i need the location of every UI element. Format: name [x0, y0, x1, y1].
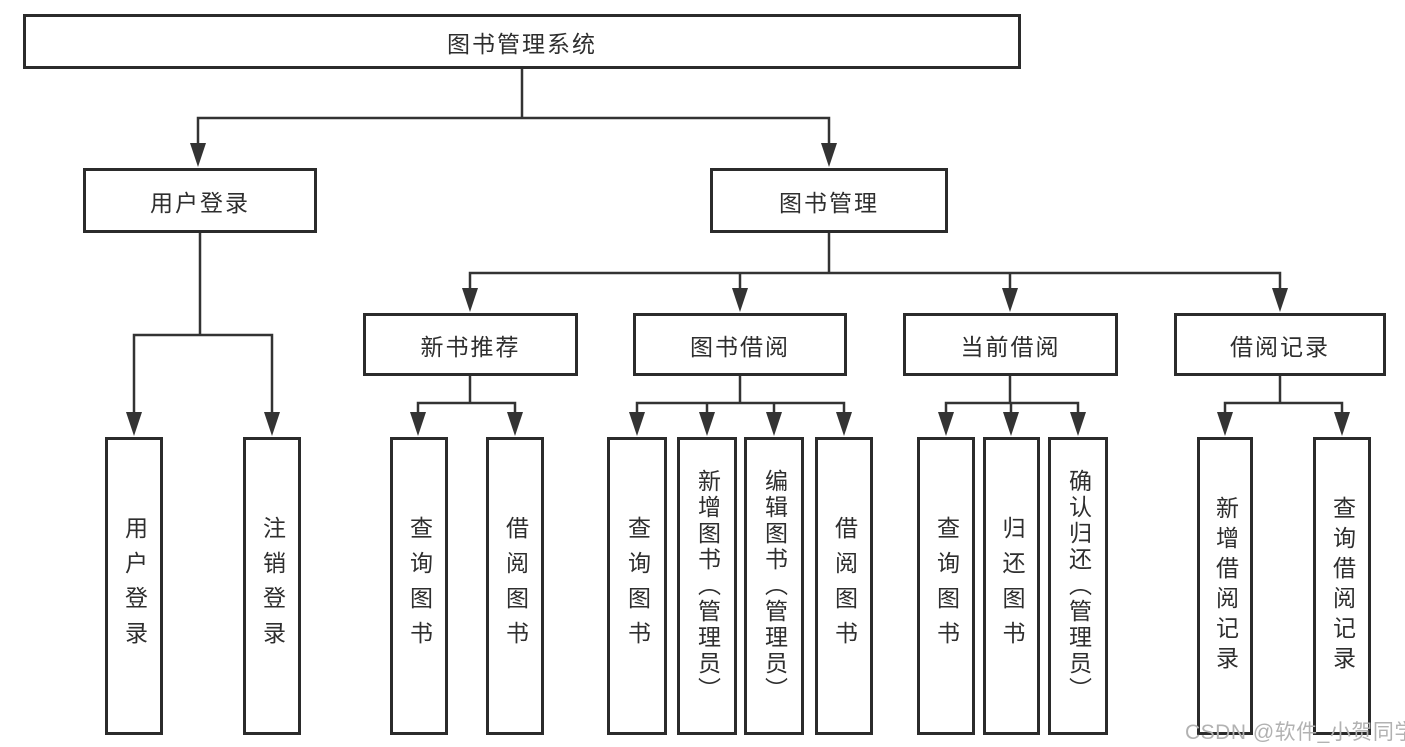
leaf-label: 新增借阅记录 — [1212, 496, 1239, 676]
arrowhead — [1272, 288, 1288, 312]
arrowhead — [732, 288, 748, 312]
arrowhead — [699, 412, 715, 436]
arrowhead — [507, 412, 523, 436]
arrowhead — [1217, 412, 1233, 436]
connector-root-to-level2 — [196, 67, 831, 152]
arrowhead — [821, 143, 837, 167]
leaf-label: 查询图书 — [624, 516, 651, 656]
arrowhead — [462, 288, 478, 312]
leaf-add-books-admin: 新增图书（管理员） — [677, 437, 737, 735]
arrowhead — [1003, 412, 1019, 436]
node-root: 图书管理系统 — [23, 14, 1021, 69]
leaf-return-books: 归还图书 — [983, 437, 1040, 735]
connector-currentborrow-to-leaves — [944, 374, 1080, 420]
leaf-label: 用户登录 — [121, 516, 148, 656]
node-user-login-label: 用户登录 — [150, 189, 250, 216]
leaf-label: 借阅图书 — [831, 516, 858, 656]
arrowhead — [126, 412, 142, 436]
leaf-query-books-borrow: 查询图书 — [607, 437, 667, 735]
arrowhead — [938, 412, 954, 436]
leaf-label: 查询图书 — [406, 516, 433, 656]
leaf-edit-books-admin: 编辑图书（管理员） — [744, 437, 804, 735]
node-root-label: 图书管理系统 — [447, 30, 597, 57]
leaf-query-borrow-record: 查询借阅记录 — [1313, 437, 1371, 735]
node-new-book-recommend: 新书推荐 — [363, 313, 578, 376]
arrowhead — [1070, 412, 1086, 436]
node-current-borrow: 当前借阅 — [903, 313, 1118, 376]
leaf-borrow-books-recommend: 借阅图书 — [486, 437, 544, 735]
leaf-label: 查询图书 — [933, 516, 960, 656]
arrowheads — [126, 143, 1350, 436]
node-book-management: 图书管理 — [710, 168, 948, 233]
arrowhead — [410, 412, 426, 436]
leaf-label: 借阅图书 — [502, 516, 529, 656]
leaf-add-borrow-record: 新增借阅记录 — [1197, 437, 1253, 735]
arrowhead — [264, 412, 280, 436]
leaf-query-books-recommend: 查询图书 — [390, 437, 448, 735]
leaf-label: 注销登录 — [259, 516, 286, 656]
arrowhead — [1002, 288, 1018, 312]
node-borrow-records-label: 借阅记录 — [1230, 333, 1330, 360]
leaf-logout: 注销登录 — [243, 437, 301, 735]
leaf-user-login: 用户登录 — [105, 437, 163, 735]
node-book-borrow-label: 图书借阅 — [690, 333, 790, 360]
connector-borrowrecord-to-leaves — [1223, 374, 1344, 420]
csdn-watermark: CSDN @软件_小贺同学 — [1185, 721, 1405, 744]
arrowhead — [766, 412, 782, 436]
node-book-borrow: 图书借阅 — [633, 313, 847, 376]
leaf-label: 归还图书 — [999, 516, 1025, 656]
leaf-label: 新增图书（管理员） — [694, 469, 721, 703]
node-user-login: 用户登录 — [83, 168, 317, 233]
arrowhead — [190, 143, 206, 167]
leaf-label: 确认归还（管理员） — [1065, 469, 1092, 703]
connector-bookmgmt-to-level3 — [468, 231, 1282, 296]
node-book-management-label: 图书管理 — [779, 189, 879, 216]
arrowhead — [836, 412, 852, 436]
arrowhead — [1334, 412, 1350, 436]
leaf-label: 查询借阅记录 — [1329, 496, 1356, 676]
node-borrow-records: 借阅记录 — [1174, 313, 1386, 376]
connector-userlogin-to-leaves — [132, 231, 274, 420]
leaf-query-books-current: 查询图书 — [917, 437, 975, 735]
leaf-label: 编辑图书（管理员） — [761, 469, 788, 703]
leaf-borrow-books: 借阅图书 — [815, 437, 873, 735]
leaf-confirm-return-admin: 确认归还（管理员） — [1048, 437, 1108, 735]
node-new-book-recommend-label: 新书推荐 — [420, 333, 521, 360]
arrowhead — [629, 412, 645, 436]
connector-bookborrow-to-leaves — [635, 374, 846, 420]
connector-newbook-to-leaves — [416, 374, 517, 420]
node-current-borrow-label: 当前借阅 — [960, 333, 1061, 360]
connector-lines — [132, 67, 1344, 420]
